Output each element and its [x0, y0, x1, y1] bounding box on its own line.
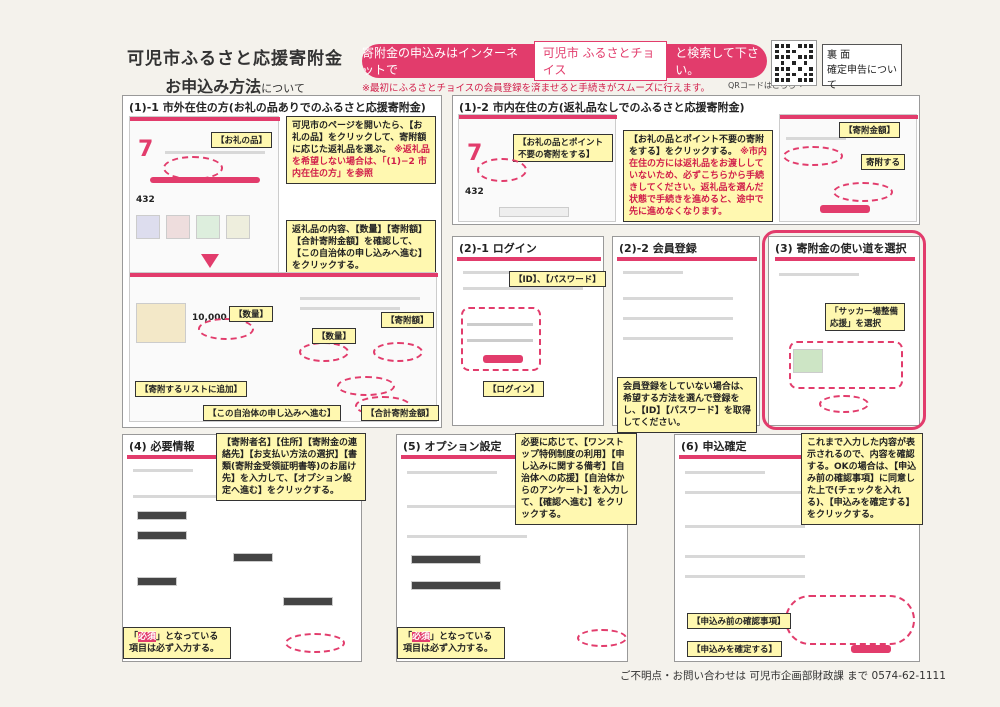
section-1-1: (1)-1 市外在住の方(お礼の品ありでのふるさと応援寄附金) 7 432 【お…	[122, 95, 442, 428]
tag-add-list: 【寄附するリストに追加】	[135, 381, 248, 397]
tag-confirm-items: 【申込み前の確認事項】	[687, 613, 791, 629]
section-4: (4) 必要情報 【寄附者名】【住所】【寄附金の連絡先】【お支払い方法の選択】【…	[122, 433, 366, 662]
bubble-register: 会員登録をしていない場合は、希望する方法を選んで登録をし、【ID】【パスワード】…	[617, 377, 757, 433]
footer-contact: ご不明点・お問い合わせは 可児市企画部財政課 まで 0574-62-1111	[620, 670, 946, 682]
bubble-option: 必要に応じて、【ワンストップ特例制度の利用】【申し込みに関する備考】【自治体への…	[515, 433, 637, 525]
back-page-box: 裏 面 確定申告について	[822, 44, 902, 91]
section-2-2: (2)-2 会員登録 会員登録をしていない場合は、希望する方法を選んで登録をし、…	[612, 236, 760, 433]
section-title: (3) 寄附金の使い道を選択	[775, 242, 907, 255]
submit-button-mock	[851, 645, 891, 653]
qr-code-icon	[771, 40, 817, 86]
section-title: (1)-1 市外在住の方(お礼の品ありでのふるさと応援寄附金)	[129, 101, 426, 114]
count-label: 432	[136, 195, 155, 205]
bubble-info: 【寄附者名】【住所】【寄附金の連絡先】【お支払い方法の選択】【書類(寄附金受領証…	[216, 433, 366, 501]
search-keyword-box: 可児市 ふるさとチョイス	[533, 41, 668, 81]
tag-proceed: 【この自治体の申し込みへ進む】	[203, 405, 341, 421]
tag-donate: 寄附する	[861, 154, 906, 170]
gift-highlight	[163, 156, 223, 180]
section-5: (5) オプション設定 必要に応じて、【ワンストップ特例制度の利用】【申し込みに…	[396, 433, 637, 662]
login-button-mock	[483, 355, 523, 363]
search-banner: 寄附金の申込みはインターネットで 可児市 ふるさとチョイス と検索して下さい。	[362, 41, 767, 81]
bubble-required: 「必須」となっている項目は必ず入力する。	[397, 627, 505, 659]
bubble-required: 「必須」となっている項目は必ず入力する。	[123, 627, 231, 659]
section-title: (1)-2 市内在住の方(返礼品なしでのふるさと応援寄附金)	[459, 101, 745, 114]
tag-gift: 【お礼の品】	[211, 132, 273, 148]
tag-id-password: 【ID】、【パスワード】	[509, 271, 606, 287]
title-line1: 可児市ふるさと応援寄附金	[127, 49, 343, 69]
title-line2: お申込み方法について	[165, 77, 305, 96]
section-title: (6) 申込確定	[681, 440, 747, 453]
bubble-confirm: これまで入力した内容が表示されるので、内容を確認する。OKの場合は、【申込み前の…	[801, 433, 923, 525]
section-title: (2)-1 ログイン	[459, 242, 537, 255]
down-arrow-icon	[201, 254, 219, 268]
bubble-main: 【お礼の品とポイント不要の寄附をする】をクリックする。 ※市内在住の方には返礼品…	[623, 130, 773, 222]
count-label: 432	[465, 187, 484, 197]
tag-amount: 【寄附額】	[381, 312, 434, 328]
section-title: (5) オプション設定	[403, 440, 502, 453]
product-image	[136, 303, 186, 343]
tag-total: 【合計寄附金額】	[361, 405, 440, 421]
section-title: (4) 必要情報	[129, 440, 195, 453]
section-title: (2)-2 会員登録	[619, 242, 697, 255]
price-label: 10,000	[192, 313, 227, 323]
tag-login: 【ログイン】	[483, 381, 545, 397]
tag-no-gift: 【お礼の品とポイント不要の寄附をする】	[513, 134, 613, 162]
tag-qty: 【数量】	[229, 306, 274, 322]
tag-amount: 【寄附金額】	[839, 122, 901, 138]
header-note: ※最初にふるさとチョイスの会員登録を済ませると手続きがスムーズに行えます。	[362, 83, 710, 94]
tag-soccer: 「サッカー場整備応援」を選択	[825, 303, 905, 331]
section-3: (3) 寄附金の使い道を選択 「サッカー場整備応援」を選択	[768, 236, 920, 426]
kani-logo-icon: 7	[138, 137, 154, 162]
section-3-highlight	[762, 230, 926, 430]
section-2-1: (2)-1 ログイン 【ID】、【パスワード】 【ログイン】	[452, 236, 606, 426]
bubble-main: 可児市のページを開いたら、【お礼の品】をクリックして、寄附額に応じた返礼品を選ぶ…	[286, 116, 436, 184]
page-title: 可児市ふるさと応援寄附金 お申込み方法について	[105, 44, 365, 97]
kani-logo-icon: 7	[467, 141, 483, 166]
section-6: (6) 申込確定 【申込み前の確認事項】 【申込みを確定する】 これまで入力した…	[674, 433, 923, 662]
tag-submit: 【申込みを確定する】	[687, 641, 783, 657]
soccer-field-image	[793, 349, 823, 373]
section-1-2: (1)-2 市内在住の方(返礼品なしでのふるさと応援寄附金) 7 432 【お礼…	[452, 95, 920, 225]
tag-qty2: 【数量】	[312, 328, 357, 344]
qr-note: QRコードはこちら→	[728, 81, 803, 90]
bubble-confirm: 返礼品の内容、【数量】【寄附額】【合計寄附金額】を確認して、【この自治体の申し込…	[286, 220, 436, 276]
